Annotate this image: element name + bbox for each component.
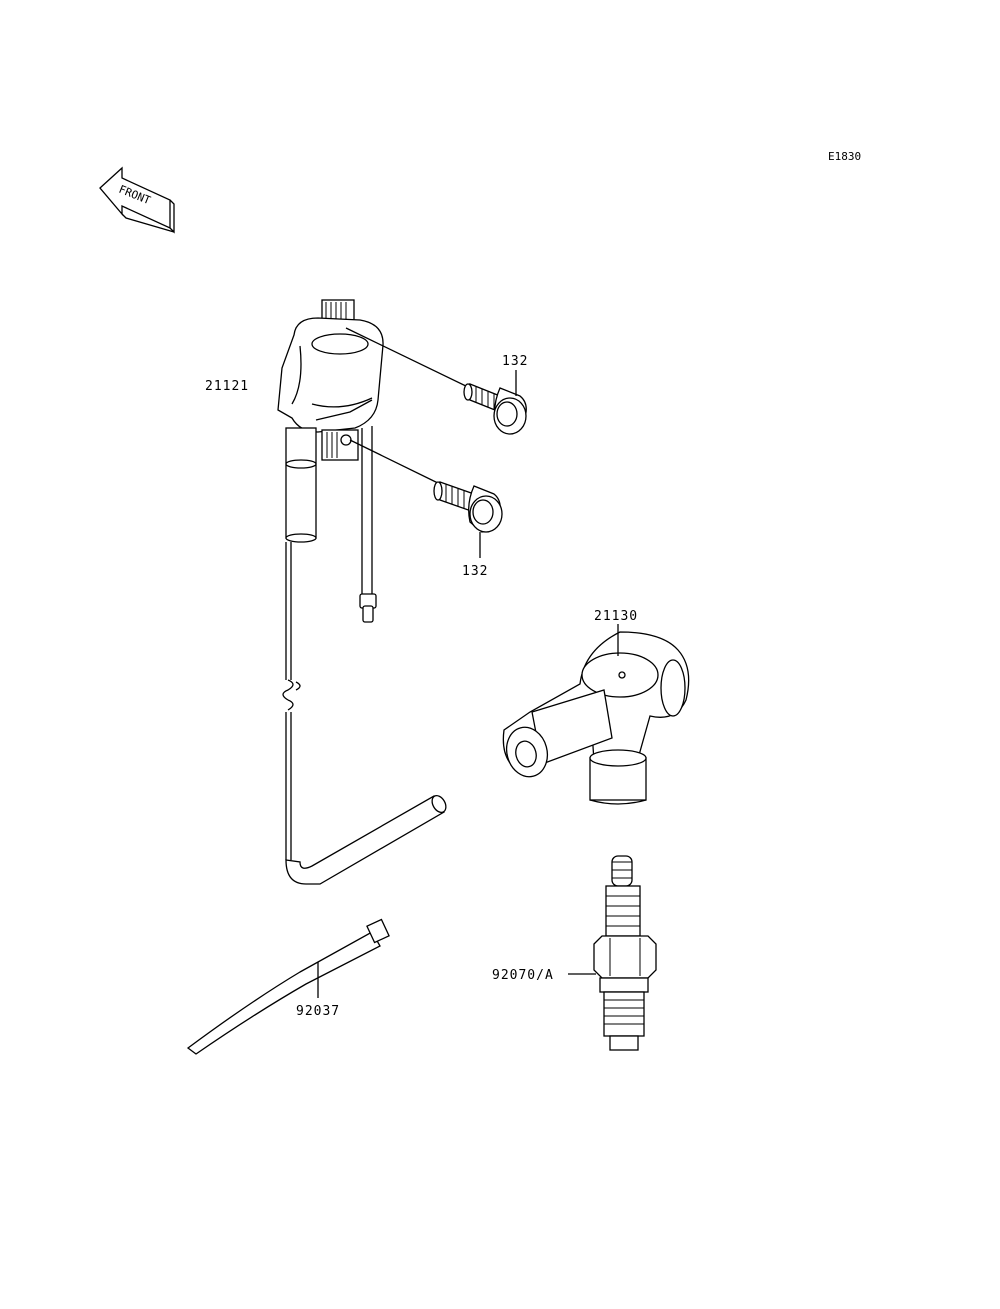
bolt-upper bbox=[463, 383, 527, 435]
part-number-21121: 21121 bbox=[205, 379, 249, 394]
spark-plug bbox=[593, 855, 657, 1051]
part-number-21130: 21130 bbox=[594, 609, 638, 624]
part-number-132-upper: 132 bbox=[502, 354, 528, 369]
diagram-code: E1830 bbox=[828, 150, 861, 163]
bolt-lower bbox=[433, 481, 503, 533]
cable-tie bbox=[186, 918, 390, 1055]
plug-cap bbox=[502, 631, 690, 805]
part-number-92070-a: 92070/A bbox=[492, 968, 554, 983]
ignition-coil bbox=[277, 299, 447, 885]
part-number-92037: 92037 bbox=[296, 1004, 340, 1019]
front-arrow-icon: FRONT bbox=[99, 166, 175, 234]
part-number-132-lower: 132 bbox=[462, 564, 488, 579]
